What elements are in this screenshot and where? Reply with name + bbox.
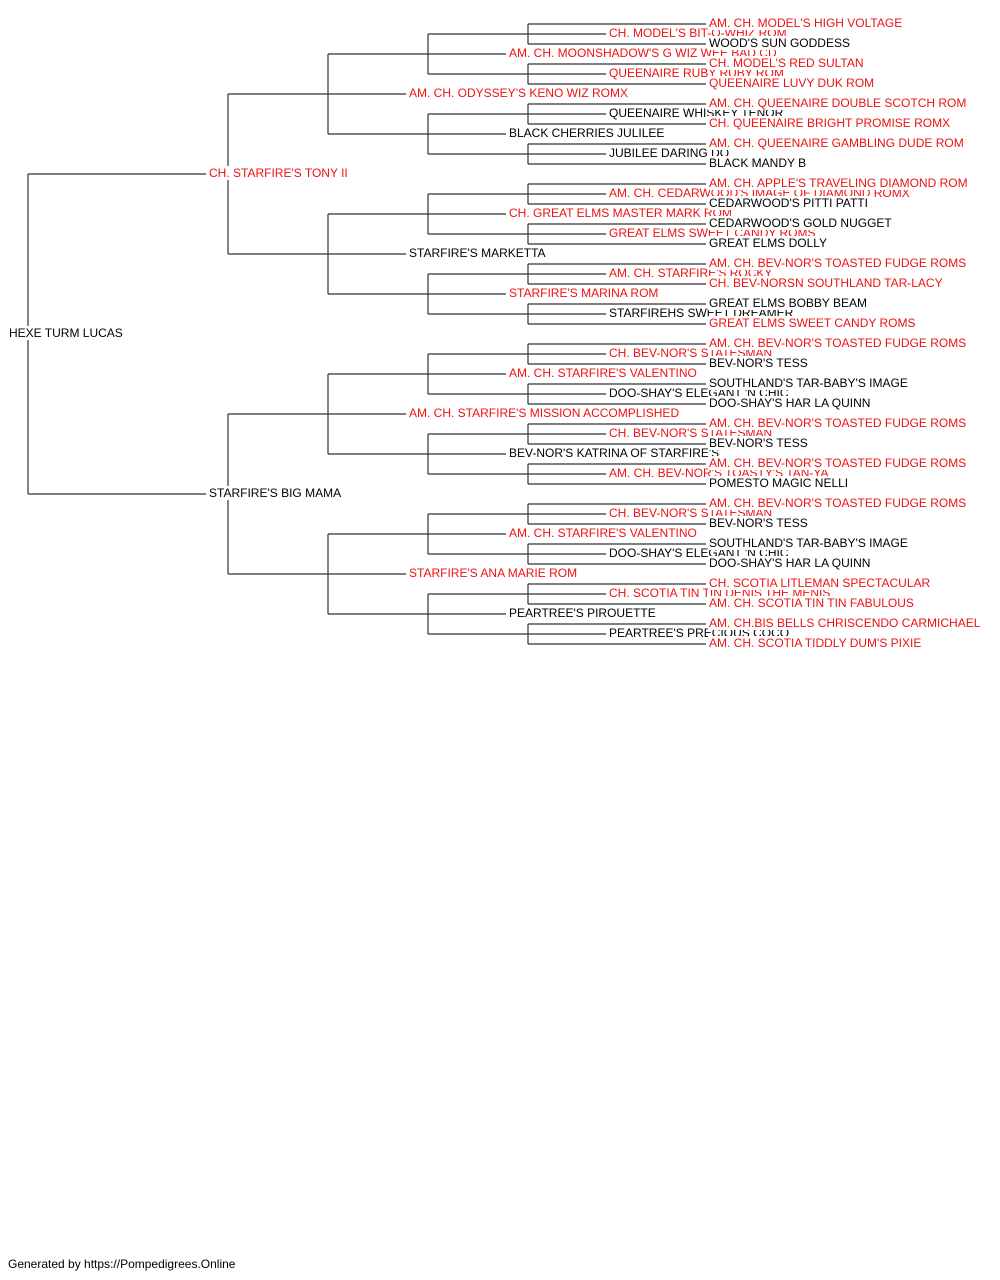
dog-name-gen5: AM. CH. QUEENAIRE GAMBLING DUDE ROM	[708, 136, 965, 150]
dog-name-gen5: CH. MODEL'S RED SULTAN	[708, 56, 865, 70]
dog-name-gen2: AM. CH. ODYSSEY'S KENO WIZ ROMX	[408, 86, 629, 100]
dog-name-gen5: SOUTHLAND'S TAR-BABY'S IMAGE	[708, 536, 909, 550]
dog-name-gen3: BEV-NOR'S KATRINA OF STARFIRE'S	[508, 446, 721, 460]
dog-name-gen5: GREAT ELMS DOLLY	[708, 236, 829, 250]
dog-name-gen5: CEDARWOOD'S PITTI PATTI	[708, 196, 869, 210]
dog-name-gen5: CH. QUEENAIRE BRIGHT PROMISE ROMX	[708, 116, 952, 130]
dog-name-gen5: DOO-SHAY'S HAR LA QUINN	[708, 396, 872, 410]
dog-name-gen5: DOO-SHAY'S HAR LA QUINN	[708, 556, 872, 570]
dog-name-gen5: GREAT ELMS BOBBY BEAM	[708, 296, 869, 310]
dog-name-gen5: AM. CH. BEV-NOR'S TOASTED FUDGE ROMS	[708, 456, 968, 470]
dog-name-gen5: AM. CH.BIS BELLS CHRISCENDO CARMICHAEL	[708, 616, 982, 630]
dog-name-gen2: STARFIRE'S ANA MARIE ROM	[408, 566, 579, 580]
dog-name-gen1: STARFIRE'S BIG MAMA	[208, 486, 343, 500]
dog-name-gen5: BLACK MANDY B	[708, 156, 808, 170]
dog-name-gen5: AM. CH. BEV-NOR'S TOASTED FUDGE ROMS	[708, 496, 968, 510]
dog-name-gen5: GREAT ELMS SWEET CANDY ROMS	[708, 316, 917, 330]
dog-name-gen5: AM. CH. BEV-NOR'S TOASTED FUDGE ROMS	[708, 336, 968, 350]
dog-name-gen5: WOOD'S SUN GODDESS	[708, 36, 851, 50]
dog-name-gen5: SOUTHLAND'S TAR-BABY'S IMAGE	[708, 376, 909, 390]
dog-name-gen5: POMESTO MAGIC NELLI	[708, 476, 850, 490]
dog-name-gen5: AM. CH. SCOTIA TIN TIN FABULOUS	[708, 596, 915, 610]
dog-name-gen5: AM. CH. QUEENAIRE DOUBLE SCOTCH ROM	[708, 96, 968, 110]
dog-name-gen5: AM. CH. BEV-NOR'S TOASTED FUDGE ROMS	[708, 256, 968, 270]
dog-name-gen2: AM. CH. STARFIRE'S MISSION ACCOMPLISHED	[408, 406, 681, 420]
dog-name-gen3: AM. CH. STARFIRE'S VALENTINO	[508, 526, 698, 540]
generated-by-footer: Generated by https://Pompedigrees.Online	[8, 1257, 236, 1271]
dog-name-gen3: CH. GREAT ELMS MASTER MARK ROM	[508, 206, 733, 220]
dog-name-gen4: JUBILEE DARING DO	[608, 146, 731, 160]
dog-name-gen3: BLACK CHERRIES JULILEE	[508, 126, 666, 140]
dog-name-gen5: BEV-NOR'S TESS	[708, 436, 809, 450]
dog-name-gen5: AM. CH. SCOTIA TIDDLY DUM'S PIXIE	[708, 636, 923, 650]
dog-name-gen5: QUEENAIRE LUVY DUK ROM	[708, 76, 876, 90]
dog-name-gen1: CH. STARFIRE'S TONY II	[208, 166, 349, 180]
dog-name-gen5: CH. SCOTIA LITLEMAN SPECTACULAR	[708, 576, 932, 590]
dog-name-gen3: PEARTREE'S PIROUETTE	[508, 606, 657, 620]
dog-name-gen5: AM. CH. BEV-NOR'S TOASTED FUDGE ROMS	[708, 416, 968, 430]
dog-name-gen3: STARFIRE'S MARINA ROM	[508, 286, 660, 300]
dog-name-gen5: BEV-NOR'S TESS	[708, 356, 809, 370]
dog-name-gen5: AM. CH. MODEL'S HIGH VOLTAGE	[708, 16, 904, 30]
dog-name-gen5: CEDARWOOD'S GOLD NUGGET	[708, 216, 893, 230]
dog-name-gen3: AM. CH. STARFIRE'S VALENTINO	[508, 366, 698, 380]
dog-name-gen2: STARFIRE'S MARKETTA	[408, 246, 547, 260]
dog-name-gen5: BEV-NOR'S TESS	[708, 516, 809, 530]
dog-name-gen5: CH. BEV-NORSN SOUTHLAND TAR-LACY	[708, 276, 944, 290]
dog-name-gen5: AM. CH. APPLE'S TRAVELING DIAMOND ROM	[708, 176, 969, 190]
dog-name-gen0: HEXE TURM LUCAS	[8, 326, 124, 340]
